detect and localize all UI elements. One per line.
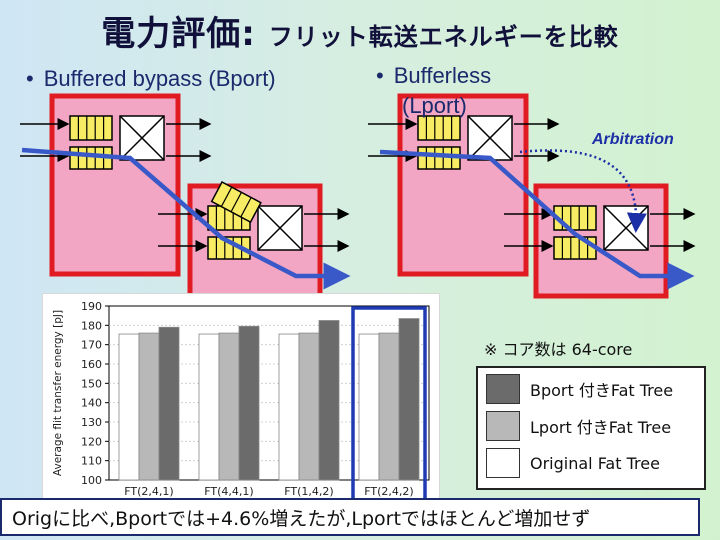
bar-original-fat-tree-1	[198, 333, 220, 481]
legend-swatch-lport	[486, 411, 520, 441]
slide-title: 電力評価: フリット転送エネルギーを比較	[0, 6, 720, 55]
bar-lport-付きfat-tree-0	[138, 332, 160, 481]
bar-bport-付きfat-tree-3	[398, 318, 420, 481]
input-buffer	[207, 236, 251, 260]
y-tick-label: 190	[81, 300, 102, 313]
bar-original-fat-tree-0	[118, 333, 140, 481]
bar-bport-付きfat-tree-0	[158, 326, 180, 481]
chart-legend: Bport 付きFat Tree Lport 付きFat Tree Origin…	[476, 366, 706, 490]
bypass-buffer-divider	[240, 197, 252, 218]
bar-lport-付きfat-tree-3	[378, 332, 400, 481]
bport-flit-path	[21, 147, 351, 290]
lport-flit-path	[379, 149, 695, 290]
bullet-lport-line2: (Lport)	[402, 93, 467, 118]
legend-swatch-bport	[486, 374, 520, 404]
slide-title-main: 電力評価:	[101, 14, 256, 54]
bullet-lport-line1: •Bufferless	[376, 63, 492, 88]
bar-original-fat-tree-3	[358, 333, 380, 481]
bar-lport-付きfat-tree-1	[218, 332, 240, 481]
y-tick-label: 150	[81, 377, 102, 390]
y-tick-label: 110	[81, 455, 102, 468]
bullet-bport: •Buffered bypass (Bport)	[26, 66, 276, 91]
crossbar-diag	[257, 205, 303, 251]
x-tick-label: FT(4,4,1)	[204, 485, 253, 498]
router-1	[20, 93, 212, 277]
x-tick-label: FT(2,4,1)	[124, 485, 173, 498]
flit-paths-group	[21, 147, 695, 290]
crossbar-diag	[119, 115, 165, 161]
bar-lport-付きfat-tree-2	[298, 332, 320, 481]
legend-item-bport: Bport 付きFat Tree	[486, 374, 673, 404]
slide-title-sub: フリット転送エネルギーを比較	[268, 23, 619, 51]
legend-item-lport: Lport 付きFat Tree	[486, 411, 671, 441]
bar-bport-付きfat-tree-2	[318, 320, 340, 481]
y-tick-label: 180	[81, 319, 102, 332]
legend-item-original: Original Fat Tree	[486, 448, 660, 478]
bar-bport-付きfat-tree-1	[238, 325, 260, 481]
router-4	[504, 183, 696, 299]
bypass-buffer-divider	[230, 192, 242, 213]
routers-group	[20, 93, 696, 299]
input-buffer	[69, 115, 113, 141]
y-tick-label: 100	[81, 474, 102, 487]
input-buffer	[553, 236, 597, 260]
core-count-note: ※ コア数は 64-core	[484, 340, 633, 359]
y-axis-label: Average flit transfer energy [pJ]	[52, 310, 64, 476]
legend-swatch-original	[486, 448, 520, 478]
y-tick-label: 170	[81, 339, 102, 352]
y-tick-label: 120	[81, 435, 102, 448]
y-tick-label: 130	[81, 416, 102, 429]
router-3	[368, 93, 560, 277]
input-buffer	[553, 205, 597, 231]
y-tick-label: 140	[81, 397, 102, 410]
input-buffer	[417, 115, 461, 141]
x-tick-label: FT(2,4,2)	[364, 485, 413, 498]
x-tick-label: FT(1,4,2)	[284, 485, 333, 498]
conclusion-footer: Origに比べ,Bportでは+4.6%増えたが,Lportではほとんど増加せず	[0, 498, 700, 536]
bport-bypass-buffer	[210, 180, 262, 224]
y-tick-label: 160	[81, 358, 102, 371]
arbitration-label: Arbitration	[592, 131, 674, 148]
crossbar-diag	[467, 115, 513, 161]
bar-original-fat-tree-2	[278, 333, 300, 481]
bypass-buffer-divider	[220, 186, 233, 207]
